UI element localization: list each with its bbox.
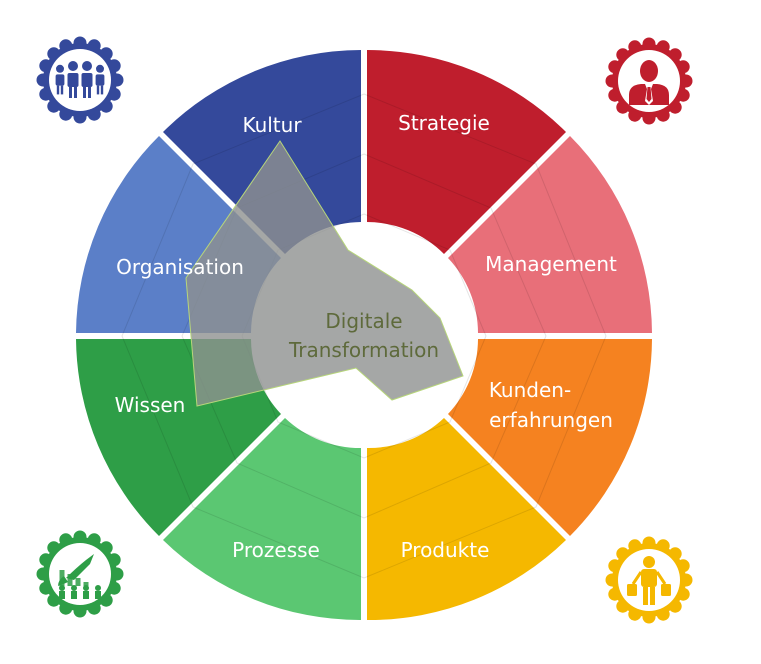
label-kultur: Kultur [242, 113, 302, 137]
label-prozesse: Prozesse [232, 538, 320, 562]
businessman-icon [605, 37, 693, 125]
label-strategie: Strategie [398, 111, 490, 135]
label-kunden-line1: Kunden- [489, 378, 571, 402]
segment-produkte [367, 418, 566, 621]
label-produkte: Produkte [401, 538, 490, 562]
label-wissen: Wissen [115, 393, 186, 417]
center-title-line2: Transformation [288, 338, 439, 362]
segment-prozesse [163, 418, 361, 621]
label-organisation: Organisation [116, 255, 244, 279]
rocket-growth-icon [36, 530, 124, 618]
label-kunden-line2: erfahrungen [489, 408, 613, 432]
customer-shopping-icon [605, 536, 693, 624]
radar-overlay-shape [185, 140, 464, 407]
team-people-icon [36, 36, 124, 124]
segment-strategie [367, 49, 566, 254]
segment-kundenerfahrungen [448, 339, 652, 536]
label-management: Management [485, 252, 617, 276]
segment-management [448, 136, 652, 333]
center-title-line1: Digitale [325, 309, 402, 333]
